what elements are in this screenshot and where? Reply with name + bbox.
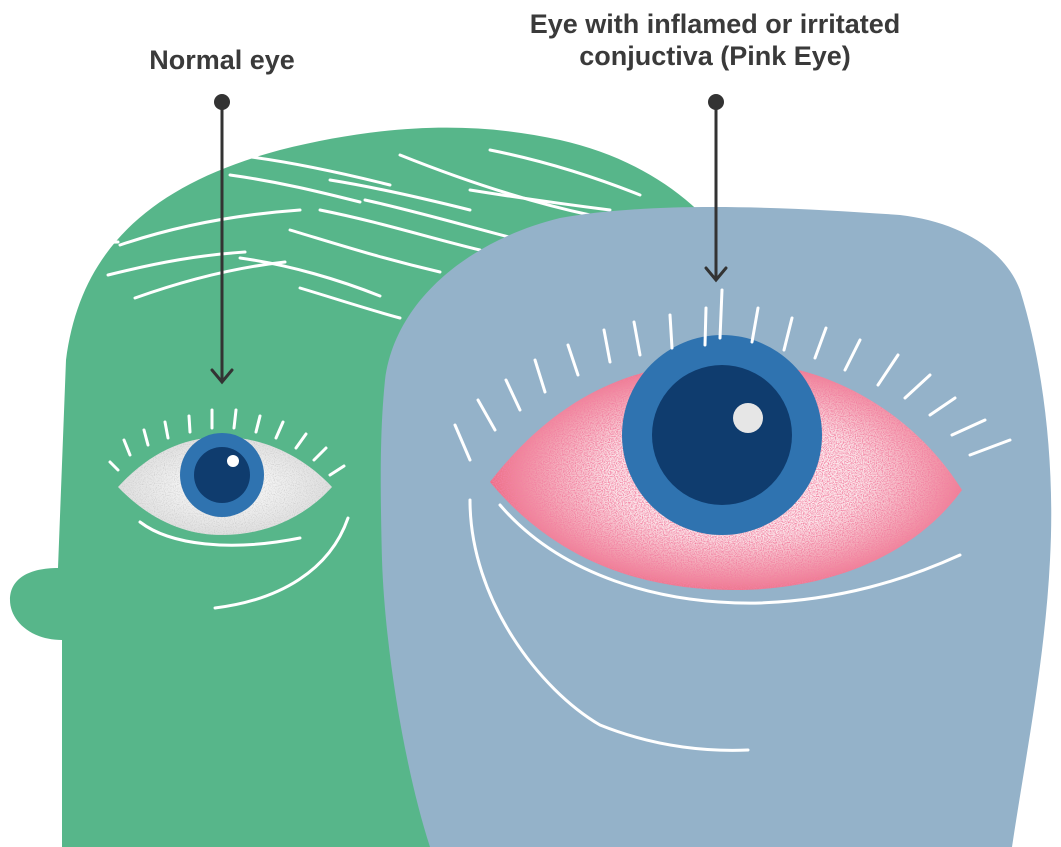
pink-eye-label-line1: Eye with inflamed or irritated bbox=[470, 8, 960, 40]
pink-eye-label-line2: conjuctiva (Pink Eye) bbox=[470, 40, 960, 72]
normal-eye-label: Normal eye bbox=[122, 44, 322, 76]
pink-eye-label: Eye with inflamed or irritated conjuctiv… bbox=[470, 8, 960, 72]
